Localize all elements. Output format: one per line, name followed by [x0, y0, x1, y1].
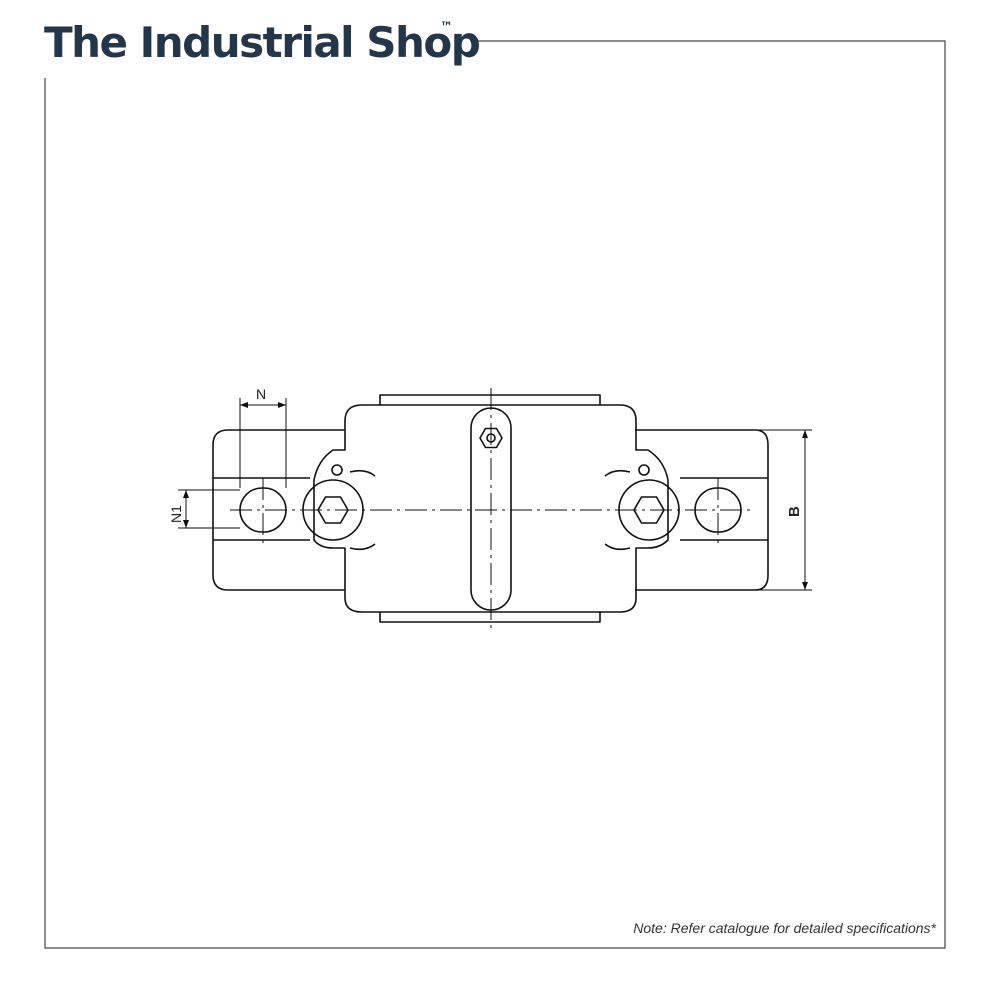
trademark-mark: ™	[440, 20, 453, 35]
specification-note: Note: Refer catalogue for detailed speci…	[633, 920, 936, 936]
dimension-label-n: N	[256, 386, 266, 402]
dimension-label-b: B	[786, 506, 803, 517]
dimension-label-n1: N1	[168, 505, 184, 523]
housing-body	[313, 404, 669, 613]
brand-title: The Industrial Shop	[44, 18, 481, 67]
base-plate	[212, 429, 345, 591]
